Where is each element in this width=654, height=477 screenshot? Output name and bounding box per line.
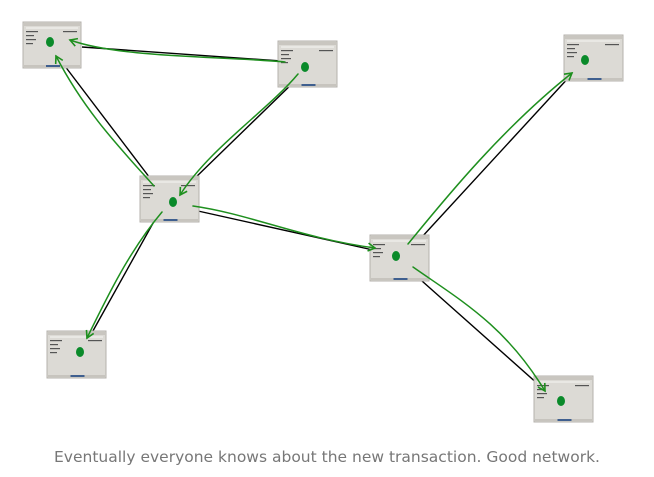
window-text-line — [50, 352, 57, 354]
propagation-layer — [54, 37, 574, 393]
window-progress-bar — [70, 375, 85, 377]
window-menu-bar — [141, 177, 198, 180]
window-text-line — [143, 197, 150, 199]
node-middle-right — [369, 234, 430, 282]
window-text-line — [143, 189, 151, 191]
window-text-line — [319, 50, 333, 52]
window-tab-strip — [373, 240, 426, 242]
transaction-dot — [301, 62, 309, 72]
window-text-line — [143, 193, 153, 195]
transaction-dot — [46, 37, 54, 47]
node-top-left — [22, 21, 82, 69]
node-top-center — [277, 40, 338, 88]
node-top-right — [563, 34, 624, 82]
window-text-line — [537, 397, 544, 399]
window-progress-bar — [163, 219, 178, 221]
window-text-line — [26, 31, 38, 33]
window-text-line — [373, 252, 383, 254]
window-tab-strip — [281, 46, 334, 48]
window-text-line — [26, 43, 33, 45]
window-progress-bar — [301, 84, 316, 86]
connection-middle-right-to-bottom-right — [421, 280, 540, 386]
window-text-line — [373, 244, 385, 246]
window-tab-strip — [50, 336, 103, 338]
window-text-line — [605, 44, 619, 46]
wallet-window-thumbnail — [139, 175, 200, 223]
wallet-window-thumbnail — [563, 34, 624, 82]
window-text-line — [281, 58, 291, 60]
window-text-line — [50, 340, 62, 342]
window-text-line — [567, 44, 579, 46]
connections-layer — [57, 46, 572, 386]
propagation-arrow-middle-left-to-middle-right — [192, 205, 377, 252]
propagation-arrow-top-center-to-top-left — [68, 37, 286, 63]
window-text-line — [373, 248, 381, 250]
window-text-line — [143, 185, 155, 187]
window-menu-bar — [565, 36, 622, 39]
propagation-arrow-middle-left-to-bottom-left — [85, 211, 163, 340]
diagram-caption: Eventually everyone knows about the new … — [54, 448, 600, 466]
window-tab-strip — [537, 381, 590, 383]
window-menu-bar — [535, 377, 592, 380]
window-text-line — [181, 185, 195, 187]
transaction-dot — [581, 55, 589, 65]
propagation-arrow-top-center-to-middle-left — [179, 73, 299, 197]
nodes-layer — [22, 21, 624, 423]
window-text-line — [26, 39, 36, 41]
window-text-line — [575, 385, 589, 387]
transaction-dot — [76, 347, 84, 357]
window-menu-bar — [279, 42, 336, 45]
connection-top-left-to-top-center — [81, 46, 282, 62]
window-progress-bar — [46, 65, 60, 67]
window-progress-bar — [587, 78, 602, 80]
window-text-line — [567, 56, 574, 58]
window-text-line — [63, 31, 77, 33]
transaction-dot — [392, 251, 400, 261]
window-text-line — [411, 244, 425, 246]
transaction-dot — [557, 396, 565, 406]
node-middle-left — [139, 175, 200, 223]
window-text-line — [88, 340, 102, 342]
window-menu-bar — [48, 332, 105, 335]
window-tab-strip — [143, 181, 196, 183]
window-progress-bar — [393, 278, 408, 280]
window-text-line — [50, 348, 60, 350]
window-tab-strip — [567, 40, 620, 42]
connection-middle-left-to-bottom-left — [88, 215, 158, 339]
window-text-line — [567, 52, 577, 54]
window-tab-strip — [26, 27, 78, 29]
connection-top-center-to-middle-left — [192, 77, 299, 181]
transaction-dot — [169, 197, 177, 207]
propagation-arrow-middle-left-to-top-left — [54, 54, 155, 187]
window-text-line — [50, 344, 58, 346]
window-text-line — [537, 393, 547, 395]
window-text-line — [537, 385, 549, 387]
node-bottom-left — [46, 330, 107, 379]
node-bottom-right — [533, 375, 594, 423]
window-text-line — [26, 35, 34, 37]
wallet-window-thumbnail — [46, 330, 107, 379]
window-text-line — [373, 256, 380, 258]
window-text-line — [281, 54, 289, 56]
window-text-line — [281, 50, 293, 52]
window-menu-bar — [371, 236, 428, 239]
window-text-line — [567, 48, 575, 50]
propagation-arrow-middle-right-to-bottom-right — [412, 266, 546, 393]
window-progress-bar — [557, 419, 572, 421]
window-menu-bar — [24, 23, 80, 26]
connection-middle-right-to-top-right — [420, 74, 572, 239]
connection-top-left-to-middle-left — [57, 56, 154, 183]
propagation-arrow-middle-right-to-top-right — [407, 71, 574, 245]
